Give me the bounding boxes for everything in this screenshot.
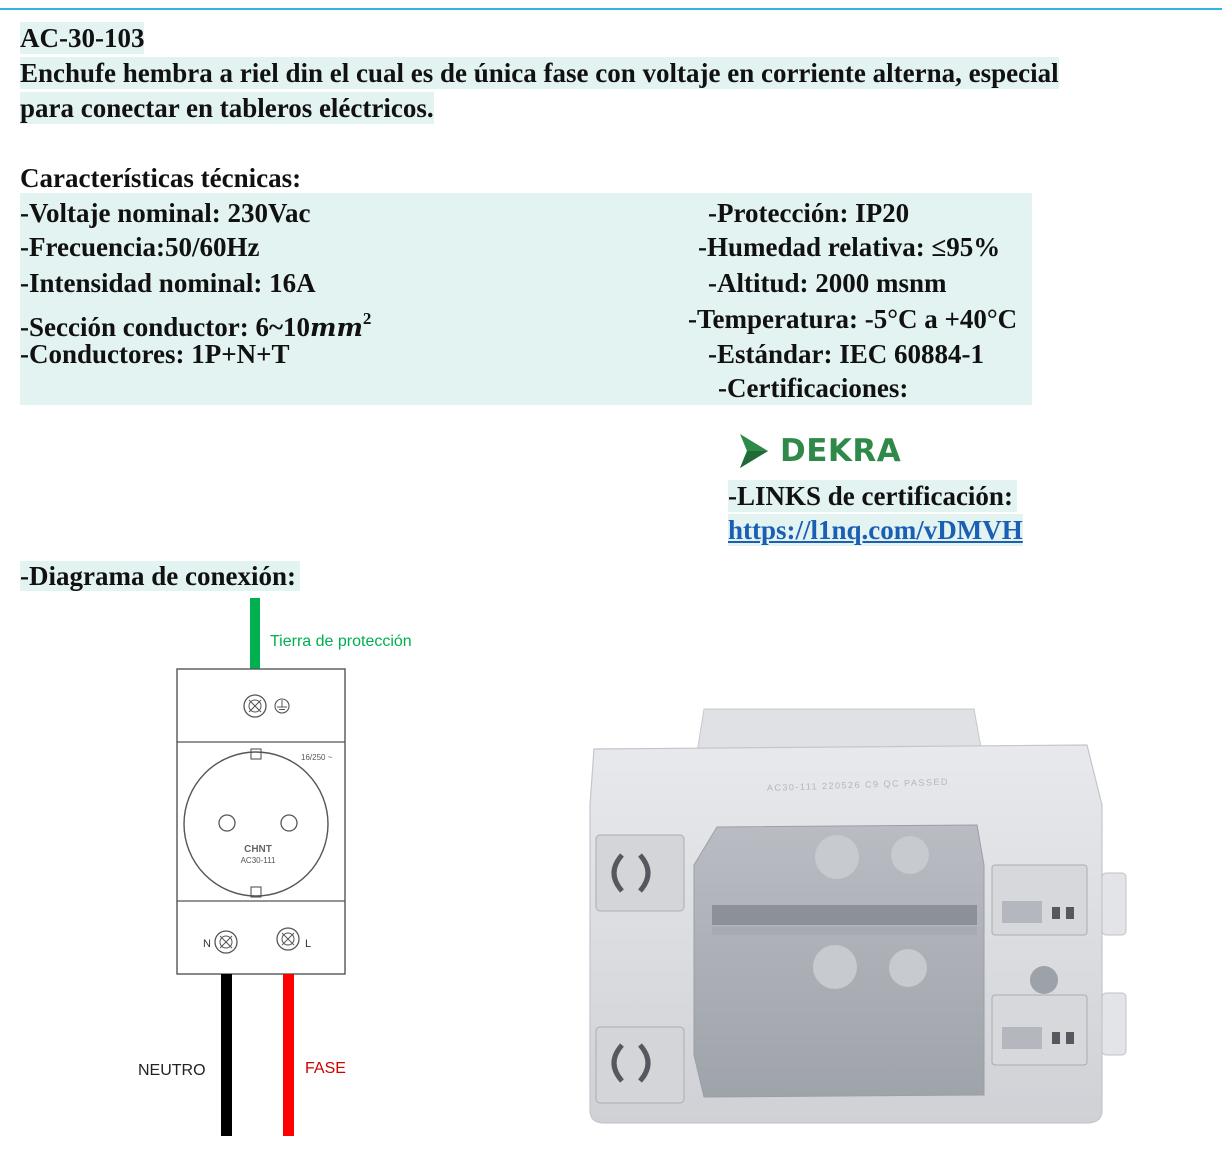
socket-pin-hole-right (280, 814, 298, 832)
product-description-line2: para conectar en tableros eléctricos. (20, 92, 434, 124)
model-label: AC30-111 (241, 856, 276, 865)
spec-section-exp: 2 (362, 309, 372, 328)
diagram-title-text: -Diagrama de conexión: (20, 561, 300, 591)
diagram-title: -Diagrama de conexión: (20, 560, 300, 592)
earth-wire (250, 598, 260, 670)
spec-voltage: -Voltaje nominal: 230Vac (20, 198, 311, 228)
spec-temperature: -Temperatura: -5°C a +40°C (688, 304, 1018, 334)
rating-label: 16/250 ~ (301, 753, 333, 762)
socket-outline (183, 751, 329, 897)
neutral-wire (221, 974, 232, 1136)
spec-protection: -Protección: IP20 (708, 198, 910, 228)
spec-current: -Intensidad nominal: 16A (20, 268, 316, 298)
dekra-logo-text: DEKRA (780, 433, 902, 469)
earth-terminal-screw (243, 694, 267, 718)
product-code: AC-30-103 (20, 22, 145, 54)
product-description-line1: Enchufe hembra a riel din el cual es de … (20, 57, 1059, 89)
product-photo: AC30-111 220526 C9 QC PASSED (589, 708, 1127, 1124)
socket-pin-hole-left (218, 814, 236, 832)
spec-altitude: -Altitud: 2000 msnm (708, 268, 947, 298)
top-rule (0, 8, 1222, 10)
module-body (176, 668, 346, 975)
spec-section-text: -Sección conductor: 6~10 (20, 312, 310, 342)
spec-conductors: -Conductores: 1P+N+T (20, 339, 290, 369)
spec-humidity: -Humedad relativa: ≤95% (698, 232, 1001, 262)
earth-label: Tierra de protección (270, 633, 412, 650)
phase-label: FASE (305, 1060, 346, 1077)
dekra-logo: DEKRA (738, 432, 901, 470)
specs-highlight (20, 193, 1032, 405)
spec-frequency: -Frecuencia:50/60Hz (20, 232, 260, 262)
terminal-l-label: L (305, 938, 311, 950)
phase-terminal-screw (276, 927, 300, 951)
brand-label: CHNT (244, 844, 272, 855)
spec-section-unit: mm (310, 313, 363, 342)
spec-standard: -Estándar: IEC 60884-1 (708, 339, 985, 369)
certification-link[interactable]: https://l1nq.com/vDMVH (728, 514, 1023, 546)
links-label: -LINKS de certificación: (728, 480, 1017, 512)
ground-symbol-icon (274, 698, 290, 714)
terminal-n-label: N (203, 938, 211, 950)
dekra-arrow-icon (740, 434, 768, 468)
phase-wire (283, 974, 294, 1136)
spec-section: -Sección conductor: 6~10mm2 (20, 303, 371, 344)
neutral-terminal-screw (214, 930, 238, 954)
neutral-label: NEUTRO (138, 1062, 206, 1079)
spec-certifications: -Certificaciones: (718, 373, 909, 403)
connection-diagram: 16/250 ~ CHNT AC30-111 N L (176, 598, 346, 1136)
specs-heading: Características técnicas: (20, 163, 302, 193)
